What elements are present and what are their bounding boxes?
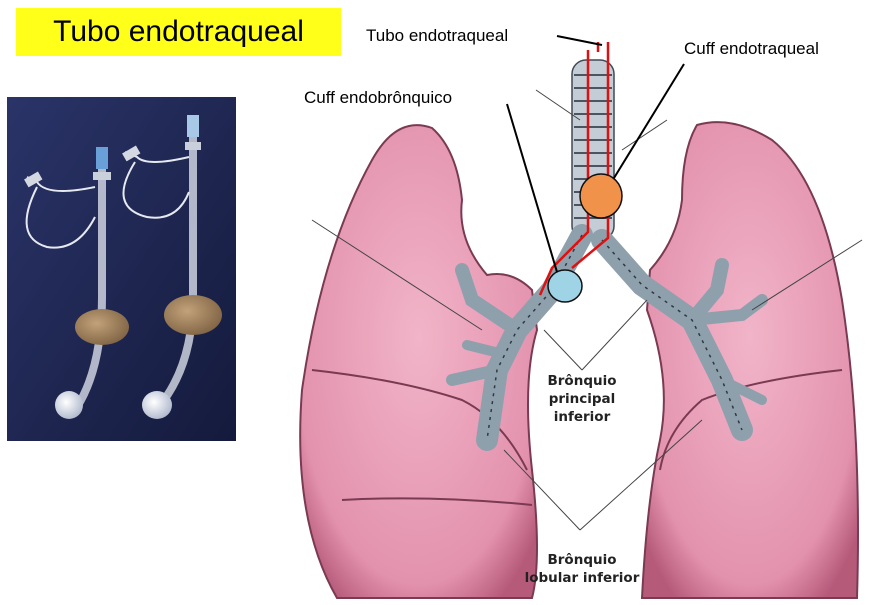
svg-text:inferior: inferior <box>554 409 611 425</box>
svg-text:lobular inferior: lobular inferior <box>525 570 640 586</box>
label-cuff-endobronquico: Cuff endobrônquico <box>304 88 452 107</box>
label-tubo-endotraqueal: Tubo endotraqueal <box>366 26 508 45</box>
svg-text:Brônquio: Brônquio <box>547 552 616 568</box>
label-bronquio-lobular: Brônquio lobular inferior <box>525 552 640 586</box>
cuff-endobronquico-marker <box>548 270 582 302</box>
svg-text:principal: principal <box>549 391 616 407</box>
lung-diagram: Tubo endotraqueal Cuff endotraqueal Cuff… <box>282 0 881 605</box>
label-cuff-endotraqueal: Cuff endotraqueal <box>684 39 819 58</box>
label-bronquio-principal: Brônquio principal inferior <box>547 373 616 425</box>
left-lung <box>642 122 858 598</box>
cuff-endotraqueal-marker <box>580 174 622 218</box>
endotracheal-tubes-photo <box>7 97 236 441</box>
svg-text:Brônquio: Brônquio <box>547 373 616 389</box>
